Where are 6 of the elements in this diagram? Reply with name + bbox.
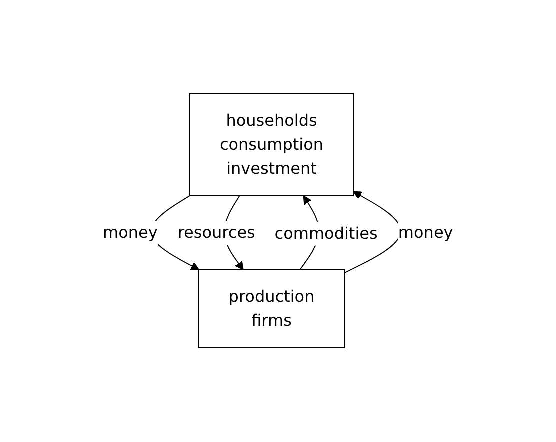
edge-label: money — [102, 223, 158, 242]
node-box: households consumption investment — [189, 94, 354, 196]
edge-label: commodities — [274, 224, 378, 243]
node-box: production firms — [198, 270, 346, 348]
edge-label: resources — [178, 223, 256, 242]
edge-label: money — [398, 223, 454, 242]
